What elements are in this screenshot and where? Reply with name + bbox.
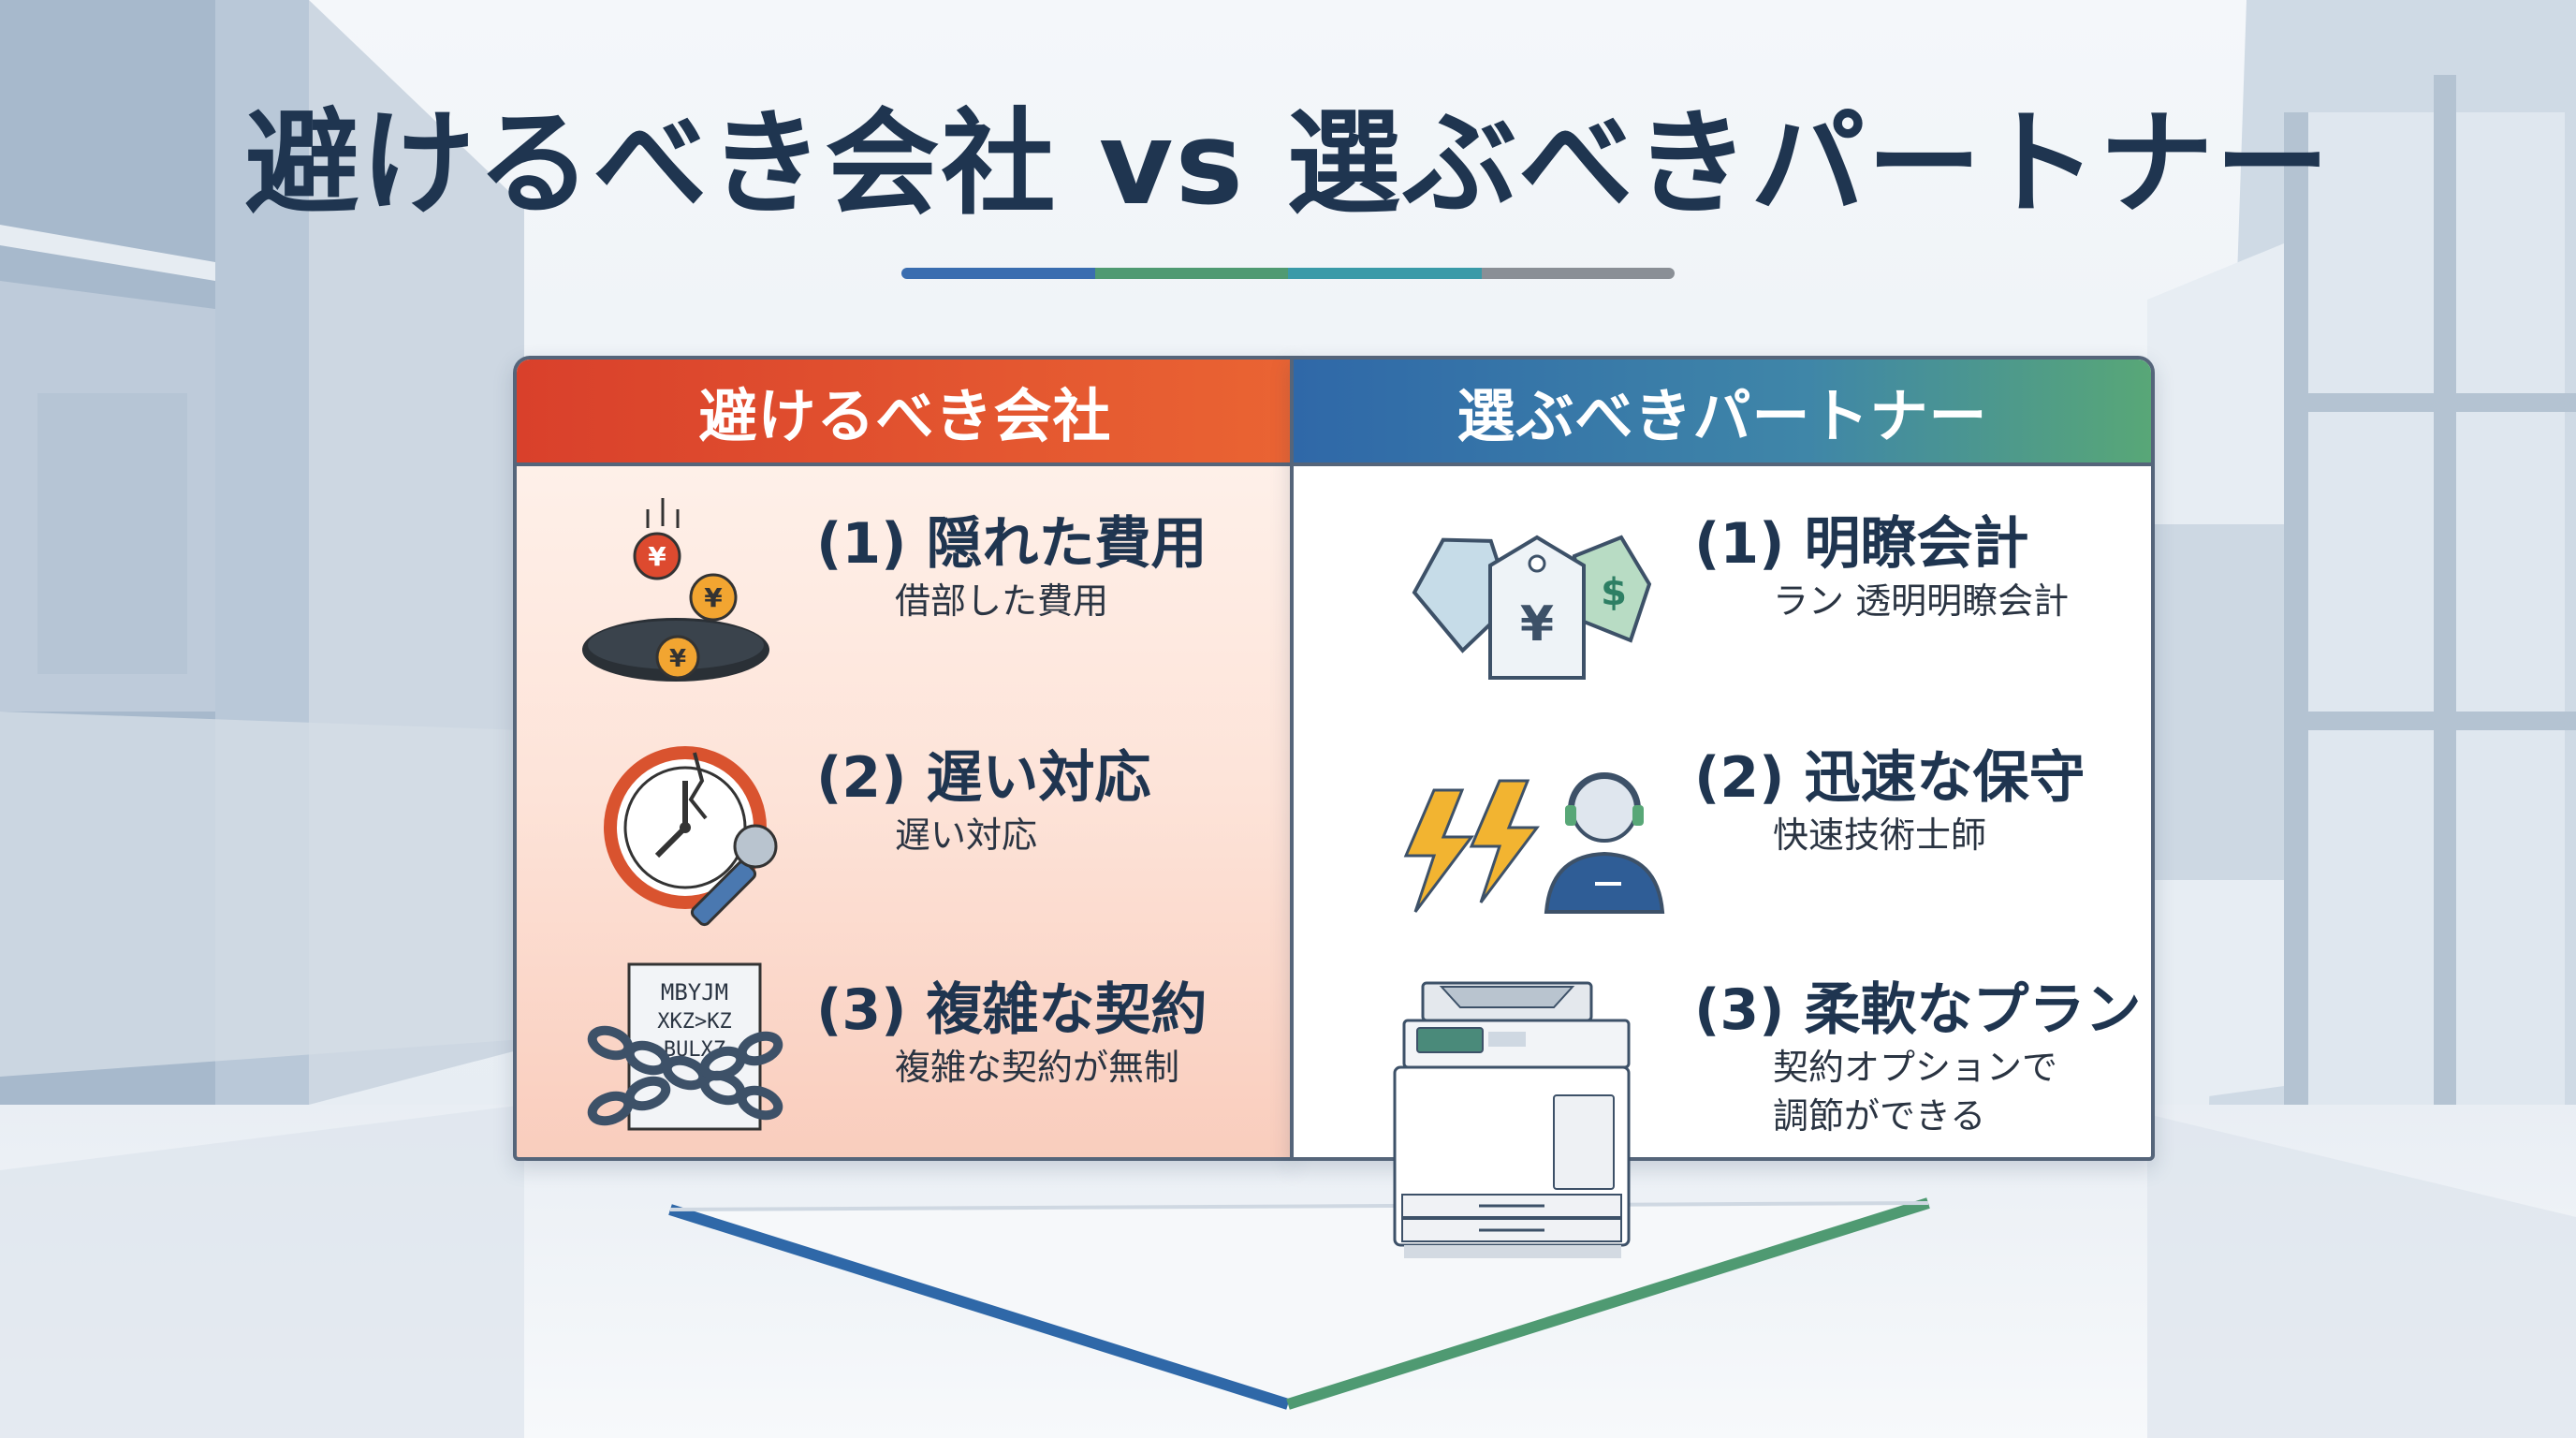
- avoid-item-3-desc: 複雑な契約が無制: [895, 1047, 1180, 1088]
- page-title: 避けるべき会社 vs 選ぶべきパートナー: [244, 97, 2332, 230]
- contract-text-line-1: MBYJM: [661, 979, 728, 1005]
- partner-item-3-title: (3) 柔軟なプラン: [1694, 977, 2142, 1043]
- rule-segment: [1288, 268, 1482, 279]
- title-underline: [901, 268, 1675, 279]
- avoid-item-2-desc: 遅い対応: [895, 814, 1038, 856]
- avoid-item-2: (2) 遅い対応 遅い対応: [816, 745, 1150, 859]
- partner-item-1-title: (1) 明瞭会計: [1694, 511, 2029, 577]
- avoid-item-3-title: (3) 複雑な契約: [816, 977, 1208, 1043]
- partner-panel-header: 選ぶべきパートナー: [1294, 360, 2151, 466]
- partner-item-1-desc: ラン 透明明瞭会計: [1773, 580, 2070, 622]
- avoid-item-1-desc: 借部した費用: [895, 580, 1109, 622]
- partner-item-1: (1) 明瞭会計 ラン 透明明瞭会計: [1694, 511, 2069, 625]
- contract-text-line-2: XKZ>KZ: [657, 1010, 731, 1034]
- rule-segment: [901, 268, 1095, 279]
- avoid-panel: 避けるべき会社 ¥ ¥ ¥ (1) 隠れた費用 借部した費用 (2) 遅い対応 …: [513, 356, 1294, 1161]
- slow-clock-wrench-icon: [604, 746, 778, 927]
- rule-segment: [1094, 268, 1288, 279]
- svg-text:¥: ¥: [669, 645, 686, 673]
- svg-text:¥: ¥: [648, 541, 666, 572]
- partner-item-3-desc-line-1: 契約オプションで: [1773, 1047, 2058, 1088]
- partner-item-2-desc: 快速技術士師: [1773, 814, 1987, 856]
- avoid-item-2-title: (2) 遅い対応: [816, 745, 1151, 811]
- price-tags-icon: ¥ $: [1412, 535, 1652, 680]
- partner-item-3-desc-line-2: 調節ができる: [1773, 1095, 1986, 1137]
- avoid-panel-header: 避けるべき会社: [517, 360, 1294, 466]
- avoid-item-1-title: (1) 隠れた費用: [816, 511, 1208, 577]
- svg-text:¥: ¥: [704, 582, 723, 613]
- chained-contract-icon: MBYJM XKZ>KZ BULXZ: [587, 962, 783, 1131]
- svg-text:¥: ¥: [1520, 596, 1554, 653]
- support-agent-icon: [1403, 772, 1665, 914]
- hidden-cost-icon: ¥ ¥ ¥: [582, 498, 769, 682]
- copier-icon: [1393, 981, 1631, 1258]
- partner-item-2-title: (2) 迅速な保守: [1694, 745, 2086, 811]
- partner-item-3: (3) 柔軟なプラン 契約オプションで 調節ができる: [1694, 977, 2141, 1140]
- rule-segment: [1481, 268, 1675, 279]
- partner-item-2: (2) 迅速な保守 快速技術士師: [1694, 745, 2085, 859]
- svg-text:$: $: [1601, 571, 1627, 614]
- avoid-item-1: (1) 隠れた費用 借部した費用: [816, 511, 1207, 625]
- avoid-item-3: (3) 複雑な契約 複雑な契約が無制: [816, 977, 1207, 1092]
